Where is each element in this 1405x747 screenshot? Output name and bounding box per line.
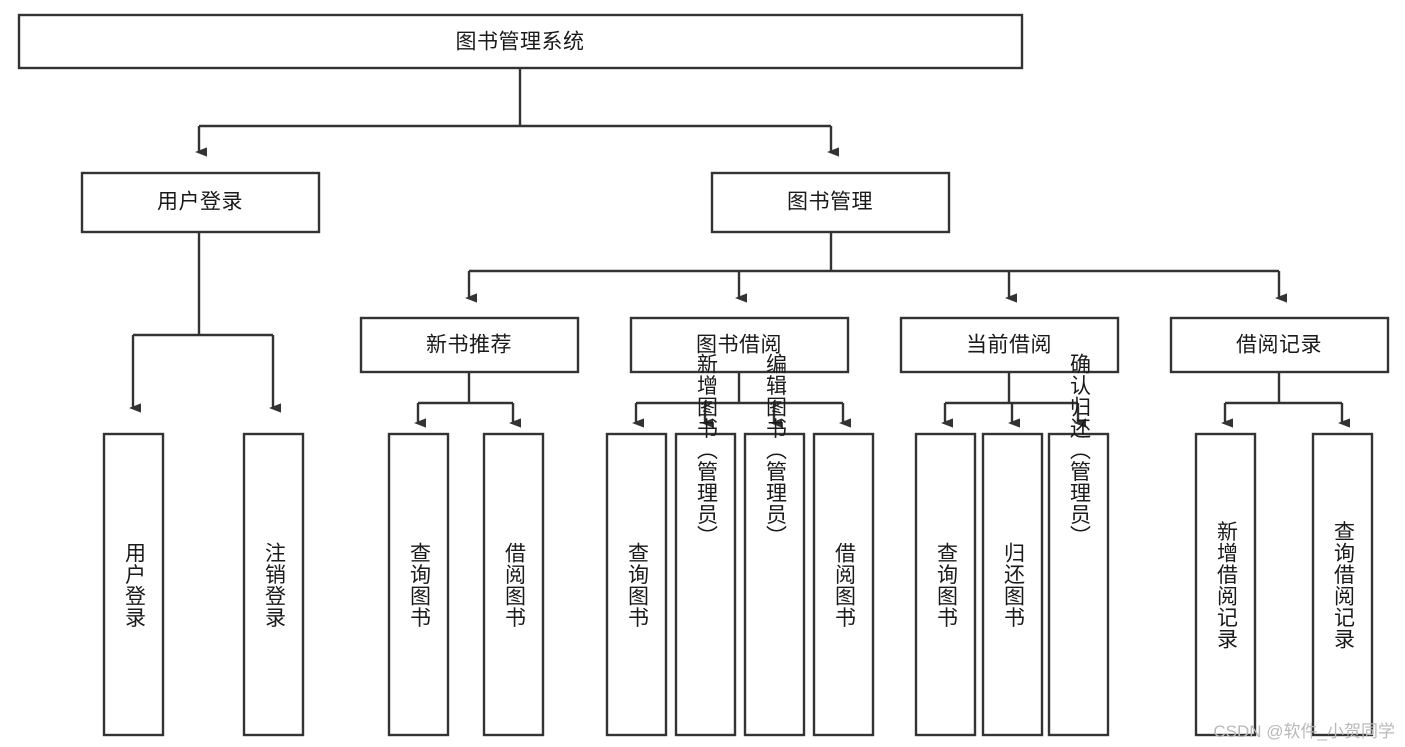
node-leaf-borrow-book-2-label: 借阅图书 [832,542,856,628]
node-leaf-borrow-book-2-box[interactable] [812,432,875,737]
node-leaf-query-record-label: 查询借阅记录 [1331,521,1355,650]
node-leaf-add-book[interactable]: 新增图书（管理员） [674,353,737,737]
node-current-borrow-label: 当前借阅 [966,334,1052,357]
node-root-box[interactable] [17,13,1024,70]
node-new-book-recommend[interactable]: 新书推荐 [359,316,580,374]
node-leaf-add-record-label: 新增借阅记录 [1214,521,1238,650]
node-leaf-add-book-label: 新增图书（管理员） [694,353,718,547]
node-borrow-record-label: 借阅记录 [1236,334,1322,357]
edge-group-new-book [414,372,521,428]
edge-group-book-manage [465,232,1287,303]
node-leaf-borrow-book-2[interactable]: 借阅图书 [812,432,875,737]
node-leaf-edit-book-label: 编辑图书（管理员） [763,353,787,547]
node-book-manage-label: 图书管理 [787,191,873,214]
node-leaf-query-book-2-box[interactable] [605,432,668,737]
node-new-book-recommend-label: 新书推荐 [426,334,512,357]
node-leaf-query-record-box[interactable] [1311,432,1374,737]
node-leaf-borrow-book-1-label: 借阅图书 [502,542,526,628]
node-leaf-query-book-2-label: 查询图书 [625,542,649,628]
node-leaf-edit-book-box[interactable] [743,432,806,737]
node-leaf-return-book-box[interactable] [981,432,1044,737]
node-leaf-confirm-return-label: 确认归还（管理员） [1067,353,1091,547]
node-leaf-user-logout-box[interactable] [242,432,305,737]
node-new-book-recommend-box[interactable] [359,316,580,374]
node-leaf-query-book-2[interactable]: 查询图书 [605,432,668,737]
node-leaf-borrow-book-1[interactable]: 借阅图书 [482,432,545,737]
node-leaf-query-book-3[interactable]: 查询图书 [914,432,977,737]
node-book-borrow-box[interactable] [629,316,850,374]
edge-group-current-borrow [941,372,1086,428]
node-leaf-query-record[interactable]: 查询借阅记录 [1311,432,1374,737]
node-user-login-box[interactable] [80,171,321,234]
node-root-label: 图书管理系统 [456,31,585,54]
node-leaf-user-login-box[interactable] [102,432,165,737]
node-book-borrow-label: 图书借阅 [696,334,782,357]
node-user-login[interactable]: 用户登录 [80,171,321,234]
node-leaf-add-book-box[interactable] [674,432,737,737]
node-leaf-query-book-3-label: 查询图书 [934,542,958,628]
node-borrow-record[interactable]: 借阅记录 [1169,316,1390,374]
node-leaf-query-book-1[interactable]: 查询图书 [387,432,450,737]
edge-group-root [195,68,839,157]
node-root[interactable]: 图书管理系统 [17,13,1024,70]
node-leaf-borrow-book-1-box[interactable] [482,432,545,737]
node-leaf-query-book-1-label: 查询图书 [407,542,431,628]
node-leaf-query-book-3-box[interactable] [914,432,977,737]
edge-group-book-borrow [632,372,851,428]
node-leaf-return-book-label: 归还图书 [1001,542,1025,628]
edge-group-user-login [129,232,281,413]
edge-group-borrow-record [1221,372,1350,428]
node-borrow-record-box[interactable] [1169,316,1390,374]
node-leaf-query-book-1-box[interactable] [387,432,450,737]
node-leaf-return-book[interactable]: 归还图书 [981,432,1044,737]
node-leaf-confirm-return-box[interactable] [1047,432,1110,737]
node-leaf-add-record[interactable]: 新增借阅记录 [1194,432,1257,737]
node-current-borrow-box[interactable] [899,316,1120,374]
node-leaf-edit-book[interactable]: 编辑图书（管理员） [743,353,806,737]
node-user-login-label: 用户登录 [157,191,243,214]
node-leaf-add-record-box[interactable] [1194,432,1257,737]
node-book-borrow[interactable]: 图书借阅 [629,316,850,374]
node-book-manage[interactable]: 图书管理 [710,171,951,234]
node-leaf-user-logout-label: 注销登录 [262,542,286,628]
node-leaf-user-logout[interactable]: 注销登录 [242,432,305,737]
node-book-manage-box[interactable] [710,171,951,234]
node-leaf-confirm-return[interactable]: 确认归还（管理员） [1047,353,1110,737]
node-leaf-user-login[interactable]: 用户登录 [102,432,165,737]
node-leaf-user-login-label: 用户登录 [122,542,146,628]
csdn-watermark: CSDN @软件_小贺同学 [1213,722,1395,741]
node-current-borrow[interactable]: 当前借阅 [899,316,1120,374]
